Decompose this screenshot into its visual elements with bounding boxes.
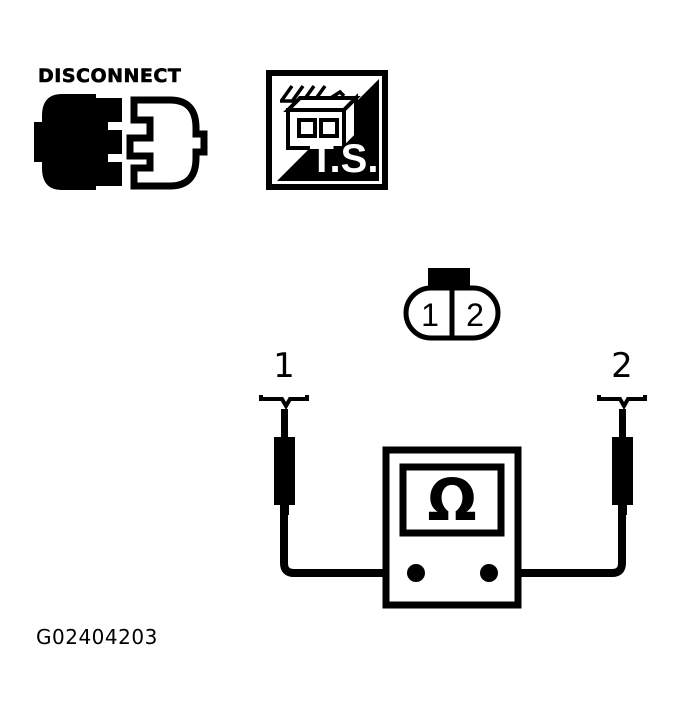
cavity-label-2: 2 (466, 297, 484, 333)
socket-body (34, 94, 96, 190)
ohmmeter: Ω (382, 446, 522, 609)
disconnected-plug-and-socket-icon (34, 94, 208, 190)
probe-1-lead-wire (280, 513, 415, 577)
probe-2-handle (612, 437, 633, 505)
connector-tabs (280, 84, 327, 102)
probe-2-lead-wire (498, 513, 626, 577)
test-probe-2: 2 (498, 346, 647, 577)
socket-lower-bar (96, 162, 122, 186)
probe-2-pointer (597, 395, 647, 411)
connector-cavity-1 (297, 118, 317, 138)
probe-1-label: 1 (273, 346, 295, 386)
ohmmeter-terminal-right (480, 564, 498, 582)
disconnect-instruction: DISCONNECT (34, 65, 208, 192)
resistance-test-circuit: 1 2 (255, 345, 655, 620)
test-probe-1: 1 (259, 346, 415, 577)
disconnect-label: DISCONNECT (38, 65, 182, 87)
probe-2-tip (619, 409, 626, 441)
probe-1-base (280, 503, 289, 515)
ts-label: T.S. (310, 137, 379, 181)
ts-badge: T.S. (266, 70, 388, 190)
two-cavity-connector-icon (280, 84, 361, 153)
probe-2-label: 2 (611, 346, 633, 386)
ohmmeter-display (399, 463, 505, 537)
figure-caption: G02404203 (36, 625, 158, 649)
socket-upper-bar (96, 98, 122, 122)
ohm-symbol: Ω (427, 466, 476, 534)
plug-body (126, 96, 208, 190)
socket-spine (96, 122, 108, 162)
connector-cavity-2 (319, 118, 339, 138)
probe-2-base (618, 503, 627, 515)
probe-1-handle (274, 437, 295, 505)
connector-face-two-cavity: 1 2 (400, 268, 504, 342)
connector-side-face (342, 93, 358, 153)
cavity-label-1: 1 (421, 297, 439, 333)
ohmmeter-terminal-left (407, 564, 425, 582)
probe-1-tip (281, 409, 288, 441)
probe-1-pointer (259, 395, 309, 411)
